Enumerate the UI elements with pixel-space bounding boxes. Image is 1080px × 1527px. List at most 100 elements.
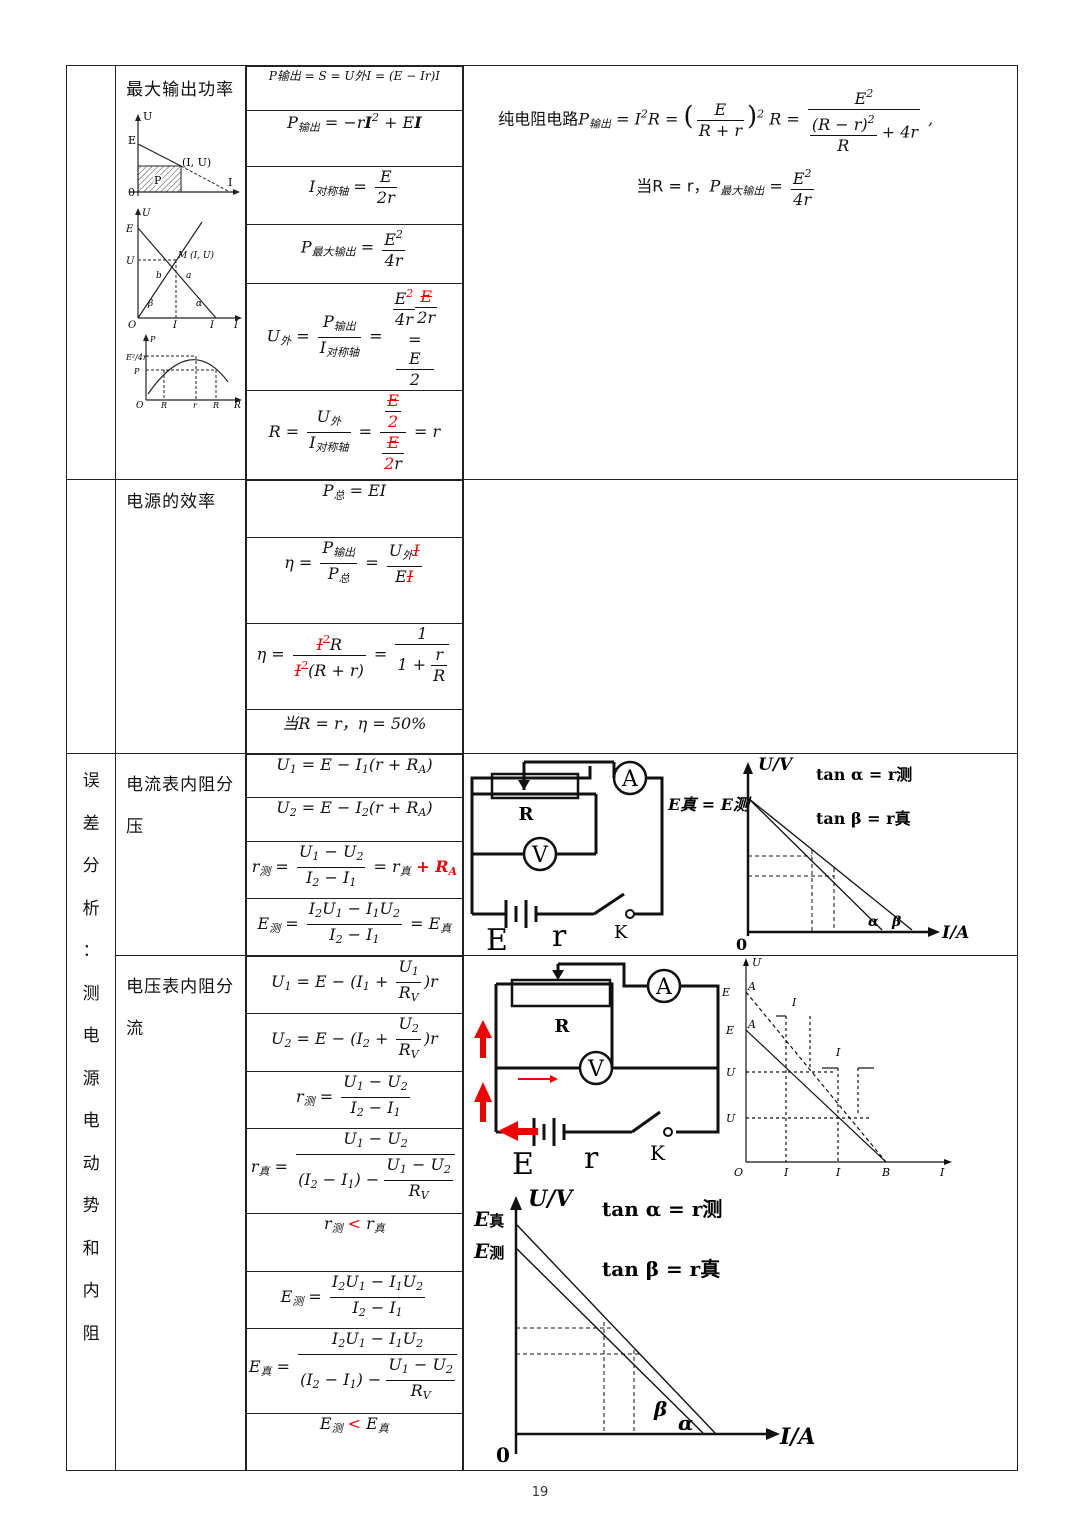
ammeter-diagrams: R A V K E r E真 = E测 [463, 753, 1018, 956]
ammeter-circuit-r-label: R [519, 804, 535, 825]
vertical-label: 误 差 分 析 ： 测 电 源 电 动 势 和 内 阻 [82, 771, 100, 1344]
ammeter-tan-beta: tan β = r真 [816, 809, 911, 828]
g3-o-label: O [136, 401, 144, 411]
page-number: 19 [531, 1485, 549, 1500]
voltmeter-tan-beta: tan β = r真 [602, 1257, 720, 1281]
max-power-formulas: P输出 = S = U外I = (E − Ir)I P输出 = −rI2 + E… [245, 66, 464, 479]
row-max-power: 最大输出功率 U E 0 (I, U) P I [65, 65, 1018, 480]
pr-graph-3: P E²/4r P O R r R R [125, 334, 243, 411]
row-ammeter-error: 误 差 分 析 ： 测 电 源 电 动 势 和 内 阻 电流表内阻分压 U1 =… [65, 753, 1018, 1471]
small-graph-i: I [939, 1166, 945, 1179]
formula-eta-50: 当R = r，η = 50% [245, 709, 464, 753]
voltmeter-circuit-a-label: A [655, 975, 673, 1000]
vertical-label-cell: 误 差 分 析 ： 测 电 源 电 动 势 和 内 阻 [65, 753, 117, 1471]
formula-p-total: P总 = EI [245, 480, 464, 538]
formula-u1-a: U1 = E − I1(r + RA) [245, 754, 464, 798]
g1-o-label: 0 [128, 186, 135, 199]
g1-e-label: E [128, 134, 136, 147]
small-graph-o: O [734, 1166, 743, 1179]
g2-alpha-label: α [196, 299, 202, 309]
small-graph-i1: I [783, 1166, 789, 1179]
g3-r2-label: R [212, 401, 219, 410]
g3-e24r-label: E²/4r [125, 353, 148, 362]
small-graph-u: U [752, 956, 762, 969]
voltmeter-circuit-e-label: E [512, 1147, 534, 1182]
voltmeter-circuit-and-graphs: R A V K E r [473, 956, 953, 1467]
g3-R-label: R [233, 401, 241, 411]
max-power-cell: 最大输出功率 U E 0 (I, U) P I [115, 65, 246, 480]
g1-point-label: (I, U) [182, 156, 211, 169]
ammeter-graph-beta: β [891, 914, 902, 930]
voltmeter-circuit-sr-label: r [584, 1141, 599, 1176]
ammeter-circuit-a-label: A [621, 767, 639, 792]
voltmeter-diagrams: R A V K E r [463, 955, 1018, 1471]
ammeter-formulas: U1 = E − I1(r + RA) U2 = E − I2(r + RA) … [245, 754, 464, 955]
ammeter-graph-alpha: α [868, 914, 879, 930]
voltmeter-graph-e-true: E真 [473, 1207, 504, 1231]
g2-m-label: M (I, U) [177, 250, 214, 261]
ammeter-circuit-sr-label: r [552, 919, 567, 952]
g2-i-label: I [172, 320, 178, 331]
ui-graph-1: U E 0 (I, U) P I [128, 110, 241, 199]
g2-e-label: E [125, 224, 134, 235]
g2-o-label: O [128, 320, 136, 331]
formula-u2-a: U2 = E − I2(r + RA) [245, 797, 464, 842]
g2-a-label: a [186, 271, 191, 281]
g1-u-label: U [143, 110, 152, 123]
g2-b-label: b [156, 271, 162, 281]
g3-p-label: P [133, 367, 140, 376]
ammeter-tan-alpha: tan α = r测 [816, 765, 912, 784]
voltmeter-graph-u-axis: U/V [528, 1186, 574, 1212]
small-graph-a1: A [747, 980, 756, 993]
small-graph-a2: A [747, 1018, 756, 1031]
g2-i-axis: I [233, 320, 239, 331]
voltmeter-circuit-v-label: V [587, 1057, 605, 1082]
small-graph-iv2: I [835, 1046, 841, 1059]
ammeter-e-equal-label: E真 = E测 [667, 795, 752, 814]
voltmeter-graph-zero: 0 [496, 1443, 510, 1467]
formula-table: 最大输出功率 U E 0 (I, U) P I [65, 65, 1018, 1471]
formula-p-out-s: P输出 = S = U外I = (E − Ir)I [245, 66, 464, 111]
ammeter-circuit-v-label: V [531, 843, 549, 868]
ammeter-graph-zero: 0 [736, 935, 747, 952]
ui-graph-2: U E U M (I, U) b a β α O I I I [125, 208, 243, 331]
small-graph-e: E [725, 1024, 734, 1037]
g2-u-label: U [126, 256, 135, 267]
max-power-label: 最大输出功率 [126, 80, 235, 100]
formula-p-out-quadratic: P输出 = −rI2 + EI [245, 110, 464, 167]
small-graph-u2: U [726, 1112, 736, 1125]
voltmeter-error-label: 电压表内阻分流 [126, 977, 235, 1039]
ammeter-circuit-e-label: E [486, 923, 508, 952]
small-graph-e-true: E [721, 986, 730, 999]
small-graph-iv1: I [791, 996, 797, 1009]
voltmeter-circuit-r-label: R [555, 1016, 571, 1037]
ammeter-circuit-and-graph: R A V K E r E真 = E测 [470, 755, 970, 952]
g3-r-label: r [193, 401, 198, 410]
g1-p-label: P [154, 174, 162, 187]
ammeter-circuit-k-label: K [614, 922, 628, 943]
voltmeter-circuit-k-label: K [650, 1141, 666, 1165]
formula-r-compare: r测 < r真 [245, 1213, 464, 1272]
g3-r1-label: R [160, 401, 167, 410]
